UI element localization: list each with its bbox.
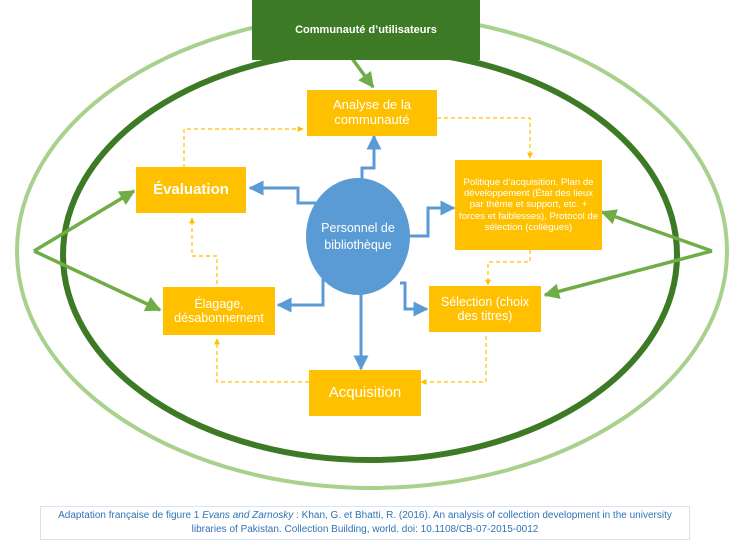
node-politique-label: Politique d’acquisition, Plan de dévelop… bbox=[458, 177, 599, 233]
caption-prefix: Adaptation française de figure 1 bbox=[58, 510, 200, 521]
node-acquisition-label: Acquisition bbox=[328, 384, 402, 402]
community-box: Communauté d’utilisateurs bbox=[252, 0, 480, 60]
caption-rest: : Khan, G. et Bhatti, R. (2016). An anal… bbox=[191, 510, 672, 535]
node-elagage-label: Élagage, désabonnement bbox=[174, 296, 264, 325]
node-evaluation: Évaluation bbox=[136, 167, 246, 213]
node-evaluation-label: Évaluation bbox=[153, 181, 229, 199]
community-label: Communauté d’utilisateurs bbox=[295, 24, 437, 36]
caption-authors: Evans and Zarnosky bbox=[202, 510, 294, 521]
node-analyse-label: Analyse de la communauté bbox=[332, 97, 412, 127]
blue-arrows bbox=[248, 134, 456, 371]
node-personnel: Personnel de bibliothèque bbox=[306, 178, 410, 295]
node-personnel-label: Personnel de bibliothèque bbox=[321, 220, 395, 252]
node-acquisition: Acquisition bbox=[309, 370, 421, 416]
node-selection-label: Sélection (choix des titres) bbox=[440, 294, 530, 323]
figure-caption: Adaptation française de figure 1 Evans a… bbox=[40, 506, 690, 540]
node-politique: Politique d’acquisition, Plan de dévelop… bbox=[455, 160, 602, 250]
dashed-cycle bbox=[183, 117, 533, 385]
node-selection: Sélection (choix des titres) bbox=[429, 286, 541, 332]
node-analyse: Analyse de la communauté bbox=[307, 90, 437, 136]
node-elagage: Élagage, désabonnement bbox=[163, 287, 275, 335]
